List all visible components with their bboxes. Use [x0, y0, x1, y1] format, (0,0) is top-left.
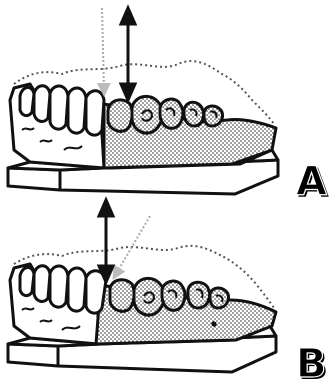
insertion-path-guide [116, 216, 150, 274]
panel-a-illustration [8, 8, 278, 194]
panel-label-a: A [296, 162, 327, 202]
vertical-double-arrow [121, 8, 135, 100]
vertical-double-arrow [99, 200, 113, 282]
panel-label-b: B [296, 344, 327, 384]
panel-b-illustration [8, 200, 276, 372]
insertion-path-guide [102, 8, 104, 90]
